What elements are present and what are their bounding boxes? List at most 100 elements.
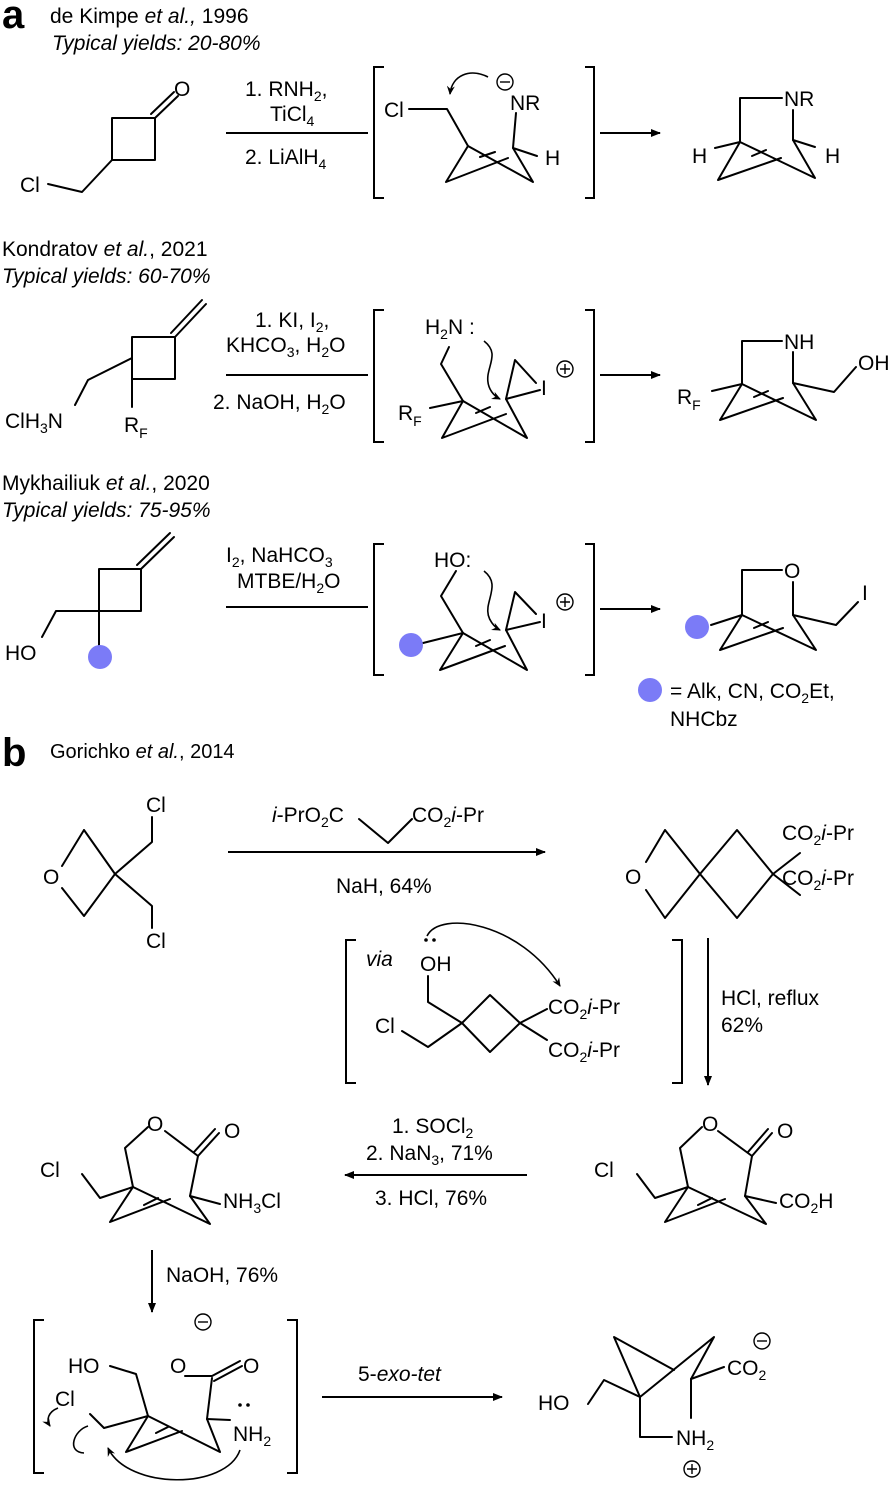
svg-text:CO2i-Pr: CO2i-Pr [548, 1039, 620, 1065]
product-hydroxymethyl-azabicyclohexane: NH OH RF [677, 331, 890, 421]
svg-text:O: O [224, 1120, 240, 1143]
curly-arrow-icon [483, 570, 501, 631]
reagents-step1: i-PrO2C CO2i-Pr NaH, 64% [228, 804, 546, 898]
svg-text:NH3Cl: NH3Cl [223, 1190, 281, 1216]
negative-charge-icon [496, 73, 514, 91]
molecule-lactone-acid: O O Cl CO2H [594, 1113, 833, 1225]
molecule-spiro-oxetane-diester: O CO2i-Pr CO2i-Pr [625, 822, 854, 919]
svg-text:HO: HO [538, 1392, 570, 1415]
svg-text:HO: HO [68, 1355, 100, 1378]
reagents-step4: NaOH, 76% [148, 1250, 278, 1313]
substituent-dot-icon [399, 633, 423, 657]
svg-text:O: O [147, 1113, 163, 1136]
svg-text:OH: OH [420, 953, 452, 976]
svg-text:Cl: Cl [146, 930, 166, 953]
positive-charge-icon [556, 593, 574, 611]
curly-arrow-icon [483, 340, 501, 400]
svg-text:O: O [702, 1113, 718, 1136]
negative-charge-icon [194, 1313, 212, 1331]
yields-mykhailiuk: Typical yields: 75-95% [2, 499, 211, 522]
svg-text:2. LiAlH4: 2. LiAlH4 [245, 146, 327, 172]
molecule-methylenecyclobutane-amine: ClH3N RF [5, 299, 207, 441]
svg-text:ClH3N: ClH3N [5, 410, 63, 436]
svg-text:3. HCl, 76%: 3. HCl, 76% [375, 1187, 487, 1210]
curly-arrow-icon [446, 72, 489, 95]
svg-text:TiCl4: TiCl4 [270, 103, 315, 129]
intermediate-carboxylate: O O HO Cl NH2 [33, 1313, 298, 1481]
molecule-lactone-ammonium: O O Cl NH3Cl [40, 1113, 281, 1225]
svg-text:= Alk, CN, CO2Et,: = Alk, CN, CO2Et, [670, 680, 835, 706]
negative-charge-icon [753, 1332, 771, 1350]
svg-text:O: O [625, 866, 641, 889]
svg-text:NHCbz: NHCbz [670, 708, 738, 731]
svg-text:NH2: NH2 [676, 1427, 714, 1453]
yields-kondratov: Typical yields: 60-70% [2, 265, 211, 288]
intermediate-kondratov: H2N : RF I [373, 309, 595, 443]
molecule-methylenecyclobutane-alcohol: HO [5, 532, 175, 669]
svg-text:NaOH, 76%: NaOH, 76% [166, 1264, 278, 1287]
svg-text:62%: 62% [721, 1014, 763, 1037]
svg-text:I: I [541, 377, 547, 400]
curly-arrow-icon [107, 1447, 241, 1481]
svg-text:1. KI, I2,: 1. KI, I2, [255, 309, 329, 335]
svg-text:RF: RF [124, 414, 148, 441]
svg-text:RF: RF [398, 402, 422, 429]
panel-b-label: b [2, 731, 26, 775]
svg-text:O: O [243, 1355, 259, 1378]
substituent-dot-icon [685, 615, 709, 639]
svg-text:HO: HO [5, 642, 37, 665]
curly-arrow-icon [426, 922, 561, 987]
svg-text:I: I [541, 610, 547, 633]
svg-text:I: I [862, 582, 868, 605]
reagents-step3: 1. SOCl2 2. NaN3, 71% 3. HCl, 76% [344, 1115, 527, 1210]
intermediate-dekimpe: Cl NR H [373, 66, 595, 199]
svg-text:CO2i-Pr: CO2i-Pr [412, 804, 484, 830]
svg-text:2. NaOH, H2O: 2. NaOH, H2O [213, 391, 346, 417]
svg-text:Cl: Cl [594, 1159, 614, 1182]
svg-text:NR: NR [784, 88, 814, 111]
product-oxabicyclohexane: O I [685, 560, 868, 651]
reagents-step5: 5-exo-tet [322, 1363, 503, 1401]
positive-charge-icon [556, 360, 574, 378]
svg-text:NH: NH [784, 331, 814, 354]
ref-gorichko: Gorichko et al., 2014 [50, 741, 235, 763]
svg-text:CO2: CO2 [727, 1357, 767, 1383]
svg-text:Cl: Cl [20, 174, 40, 197]
svg-text:NR: NR [510, 92, 540, 115]
svg-text:2. NaN3, 71%: 2. NaN3, 71% [366, 1142, 493, 1168]
intermediate-via: via OH Cl CO2i-Pr CO2i-Pr [345, 922, 683, 1084]
yields-dekimpe: Typical yields: 20-80% [52, 32, 261, 55]
svg-text:via: via [366, 948, 393, 971]
svg-text:5-exo-tet: 5-exo-tet [358, 1363, 442, 1386]
svg-text:Cl: Cl [146, 794, 166, 817]
svg-text:Cl: Cl [55, 1388, 75, 1411]
svg-text:CO2H: CO2H [779, 1190, 833, 1216]
svg-text:O: O [777, 1120, 793, 1143]
svg-text:Cl: Cl [384, 99, 404, 122]
reagents-kondratov: 1. KI, I2, KHCO3, H2O 2. NaOH, H2O [213, 309, 368, 417]
svg-text:H2N :: H2N : [425, 316, 475, 342]
svg-text:H: H [692, 145, 707, 168]
ref-dekimpe: de Kimpe et al., 1996 [50, 5, 249, 28]
svg-text:I2, NaHCO3: I2, NaHCO3 [226, 544, 333, 570]
panel-a-label: a [2, 0, 25, 37]
svg-text:NaH, 64%: NaH, 64% [336, 875, 432, 898]
svg-text:O: O [784, 560, 800, 583]
product-hydroxymethyl-azabicyclo-amino-acid: HO CO2 NH2 [538, 1332, 771, 1478]
svg-text:HCl, reflux: HCl, reflux [721, 987, 820, 1010]
reagents-mykhailiuk: I2, NaHCO3 MTBE/H2O [226, 544, 368, 608]
substituent-dot-icon [88, 645, 112, 669]
svg-text:CO2i-Pr: CO2i-Pr [548, 996, 620, 1022]
svg-text:O: O [43, 866, 59, 889]
svg-text:i-PrO2C: i-PrO2C [272, 804, 344, 830]
svg-text:OH: OH [858, 352, 890, 375]
svg-text:Cl: Cl [40, 1159, 60, 1182]
svg-text:RF: RF [677, 386, 701, 413]
positive-charge-icon [683, 1460, 701, 1478]
svg-text:1. SOCl2: 1. SOCl2 [392, 1115, 474, 1141]
svg-text:KHCO3, H2O: KHCO3, H2O [226, 334, 345, 360]
product-azabicyclohexane: NR H H [692, 88, 840, 181]
substituent-dot-icon [638, 678, 662, 702]
molecule-bis-chloromethyl-oxetane: O Cl Cl [43, 794, 166, 953]
